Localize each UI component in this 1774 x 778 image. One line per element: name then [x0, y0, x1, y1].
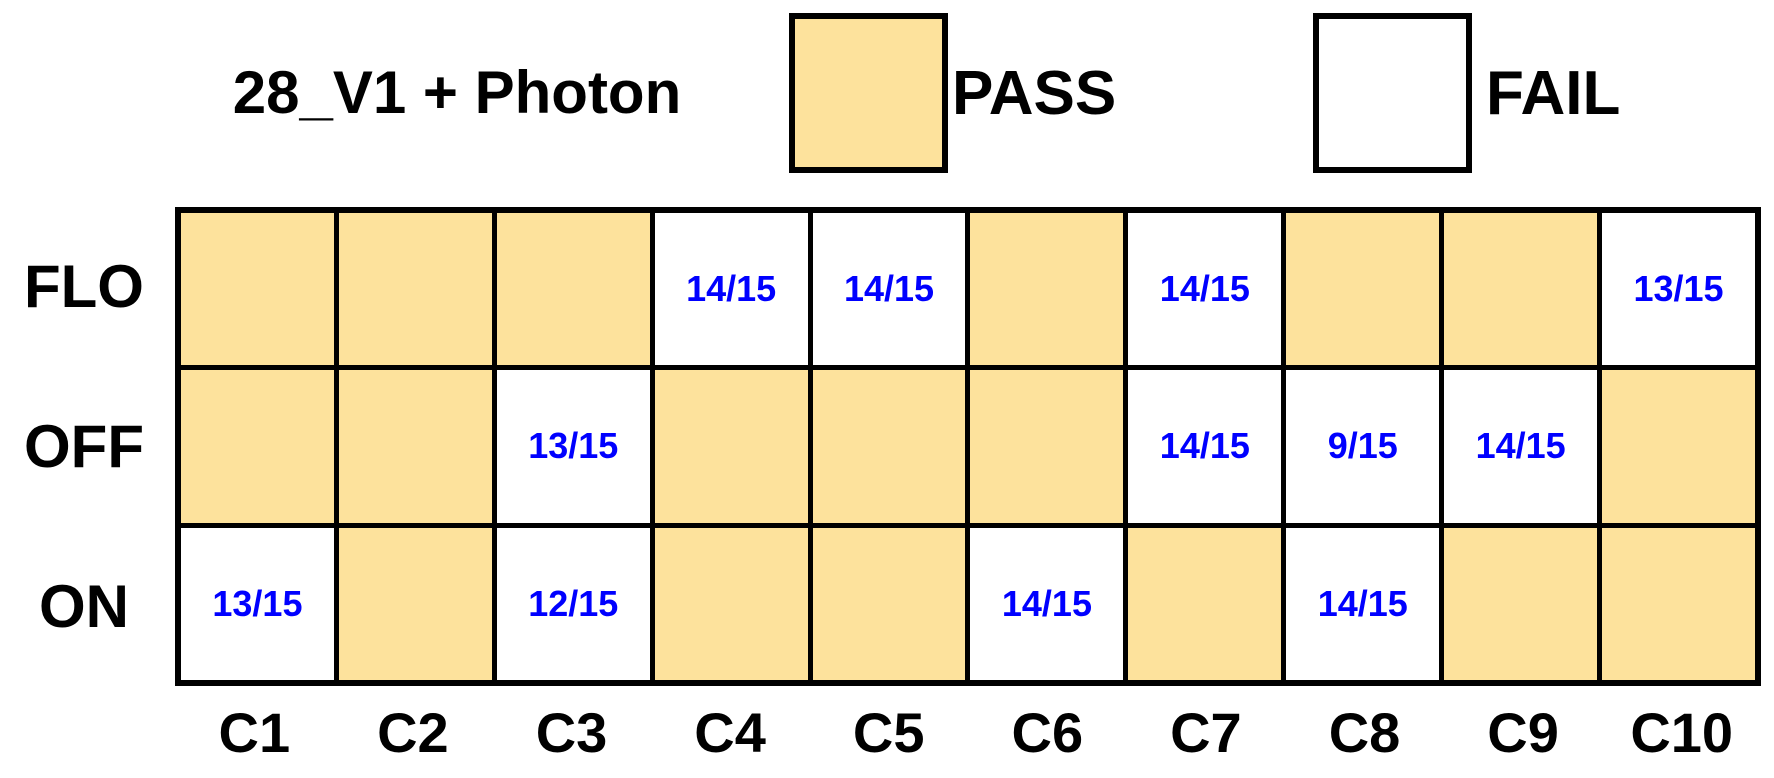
cell-on-c6: 14/15	[970, 527, 1124, 680]
cell-flo-c2	[338, 213, 492, 366]
cell-on-c1: 13/15	[181, 527, 334, 680]
legend-fail-label: FAIL	[1486, 58, 1621, 128]
cell-on-c2	[338, 527, 492, 680]
cell-off-c7: 14/15	[1128, 370, 1282, 523]
cell-flo-c1	[181, 213, 334, 366]
cell-flo-c6	[970, 213, 1124, 366]
col-label-c7: C7	[1170, 700, 1242, 764]
cell-on-c10	[1602, 527, 1755, 680]
col-label-c5: C5	[852, 700, 925, 764]
row-label-on: ON	[39, 572, 129, 640]
cell-flo-c3	[496, 213, 650, 366]
cell-flo-c5: 14/15	[812, 213, 966, 366]
cell-on-c3: 12/15	[496, 527, 650, 680]
row-label-off: OFF	[24, 412, 144, 480]
cell-flo-c7: 14/15	[1128, 213, 1282, 366]
legend-fail-swatch	[1313, 13, 1472, 173]
row-label-flo: FLO	[24, 253, 144, 321]
col-label-c6: C6	[1011, 700, 1084, 764]
legend-pass-swatch	[789, 13, 948, 173]
cell-flo-c10: 13/15	[1602, 213, 1755, 366]
row-axis-labels: FLO OFF ON	[0, 207, 168, 686]
col-label-c3: C3	[535, 700, 608, 764]
cell-on-c7	[1128, 527, 1282, 680]
cell-off-c10	[1602, 370, 1755, 523]
col-label-c8: C8	[1328, 700, 1401, 764]
cell-off-c8: 9/15	[1286, 370, 1440, 523]
cell-off-c5	[812, 370, 966, 523]
column-axis-labels: C1 C2 C3 C4 C5 C6 C7 C8 C9 C10	[175, 692, 1761, 772]
cell-off-c3: 13/15	[496, 370, 650, 523]
cell-off-c4	[654, 370, 808, 523]
col-label-c10: C10	[1630, 700, 1734, 764]
cell-on-c5	[812, 527, 966, 680]
col-label-c9: C9	[1487, 700, 1559, 764]
cell-off-c1	[181, 370, 334, 523]
cell-on-c8: 14/15	[1286, 527, 1440, 680]
cell-flo-c8	[1286, 213, 1440, 366]
col-label-c2: C2	[377, 700, 449, 764]
col-label-c4: C4	[694, 700, 766, 764]
col-label-c1: C1	[218, 700, 291, 764]
cell-off-c6	[970, 370, 1124, 523]
cell-flo-c4: 14/15	[654, 213, 808, 366]
cell-off-c9: 14/15	[1444, 370, 1598, 523]
chart-title: 28_V1 + Photon	[232, 59, 682, 126]
cell-on-c9	[1444, 527, 1598, 680]
legend-pass-label: PASS	[952, 58, 1117, 128]
cell-flo-c9	[1444, 213, 1598, 366]
cell-off-c2	[338, 370, 492, 523]
cell-on-c4	[654, 527, 808, 680]
